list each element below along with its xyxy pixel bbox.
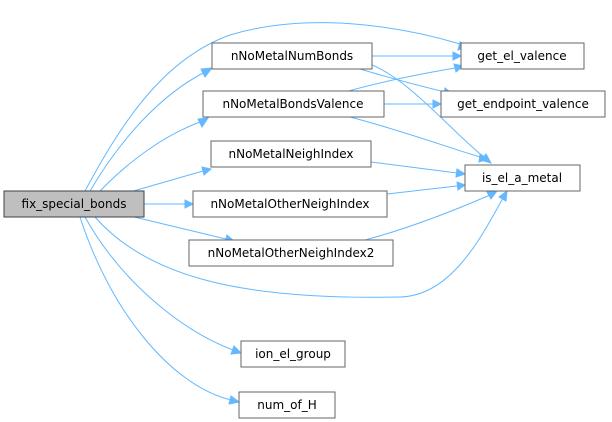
edge-nnometalotherneighindex-to-is-el-a-metal — [386, 181, 467, 195]
node-ion-el-group[interactable]: ion_el_group — [240, 340, 346, 368]
node-label-get-endpoint-valence: get_endpoint_valence — [457, 97, 589, 111]
edge-fix-to-ion-el-group — [84, 216, 243, 355]
node-label-ion-el-group: ion_el_group — [255, 347, 331, 361]
node-label-get-el-valence: get_el_valence — [477, 49, 566, 63]
node-num-of-h[interactable]: num_of_H — [238, 391, 336, 419]
node-label-is-el-a-metal: is_el_a_metal — [482, 171, 562, 185]
node-nnometalneighindex[interactable]: nNoMetalNeighIndex — [210, 140, 372, 168]
node-label-nnometalotherneighindex2: nNoMetalOtherNeighIndex2 — [208, 246, 375, 260]
edge-fix-to-nnometalotherneighindex2 — [129, 215, 236, 244]
edge-fix-to-nnometalnumbonds — [89, 67, 214, 192]
node-label-nnometalneighindex: nNoMetalNeighIndex — [228, 147, 353, 161]
node-label-nnometalotherneighindex: nNoMetalOtherNeighIndex — [210, 197, 369, 211]
edge-fix-to-nnometalneighindex — [129, 166, 213, 193]
node-label-fix-special-bonds: fix_special_bonds — [22, 197, 127, 211]
edge-fix-to-nnometalotherneighindex — [144, 199, 195, 209]
node-nnometalbondsvalence[interactable]: nNoMetalBondsValence — [202, 90, 385, 118]
node-get-endpoint-valence[interactable]: get_endpoint_valence — [440, 90, 606, 118]
node-label-nnometalnumbonds: nNoMetalNumBonds — [231, 49, 353, 63]
edge-nnometalnumbonds-to-get-el-valence — [372, 51, 463, 61]
node-label-num-of-h: num_of_H — [257, 398, 317, 412]
node-is-el-a-metal[interactable]: is_el_a_metal — [464, 164, 581, 192]
node-label-nnometalbondsvalence: nNoMetalBondsValence — [222, 97, 363, 111]
edge-fix-to-is-el-a-metal — [94, 189, 508, 298]
node-nnometalotherneighindex[interactable]: nNoMetalOtherNeighIndex — [192, 190, 388, 218]
edge-nnometalneighindex-to-is-el-a-metal — [370, 161, 467, 178]
node-nnometalotherneighindex2[interactable]: nNoMetalOtherNeighIndex2 — [188, 239, 394, 267]
node-get-el-valence[interactable]: get_el_valence — [460, 42, 585, 70]
node-nnometalnumbonds[interactable]: nNoMetalNumBonds — [211, 42, 373, 70]
edge-fix-to-num-of-h — [79, 216, 241, 405]
edge-fix-to-nnometalbondsvalence — [99, 117, 210, 192]
edge-nnometalbondsvalence-to-is-el-a-metal — [349, 116, 490, 163]
node-fix-special-bonds[interactable]: fix_special_bonds — [3, 190, 145, 218]
edge-nnometalbondsvalence-to-get-endpoint-valence — [384, 99, 443, 109]
